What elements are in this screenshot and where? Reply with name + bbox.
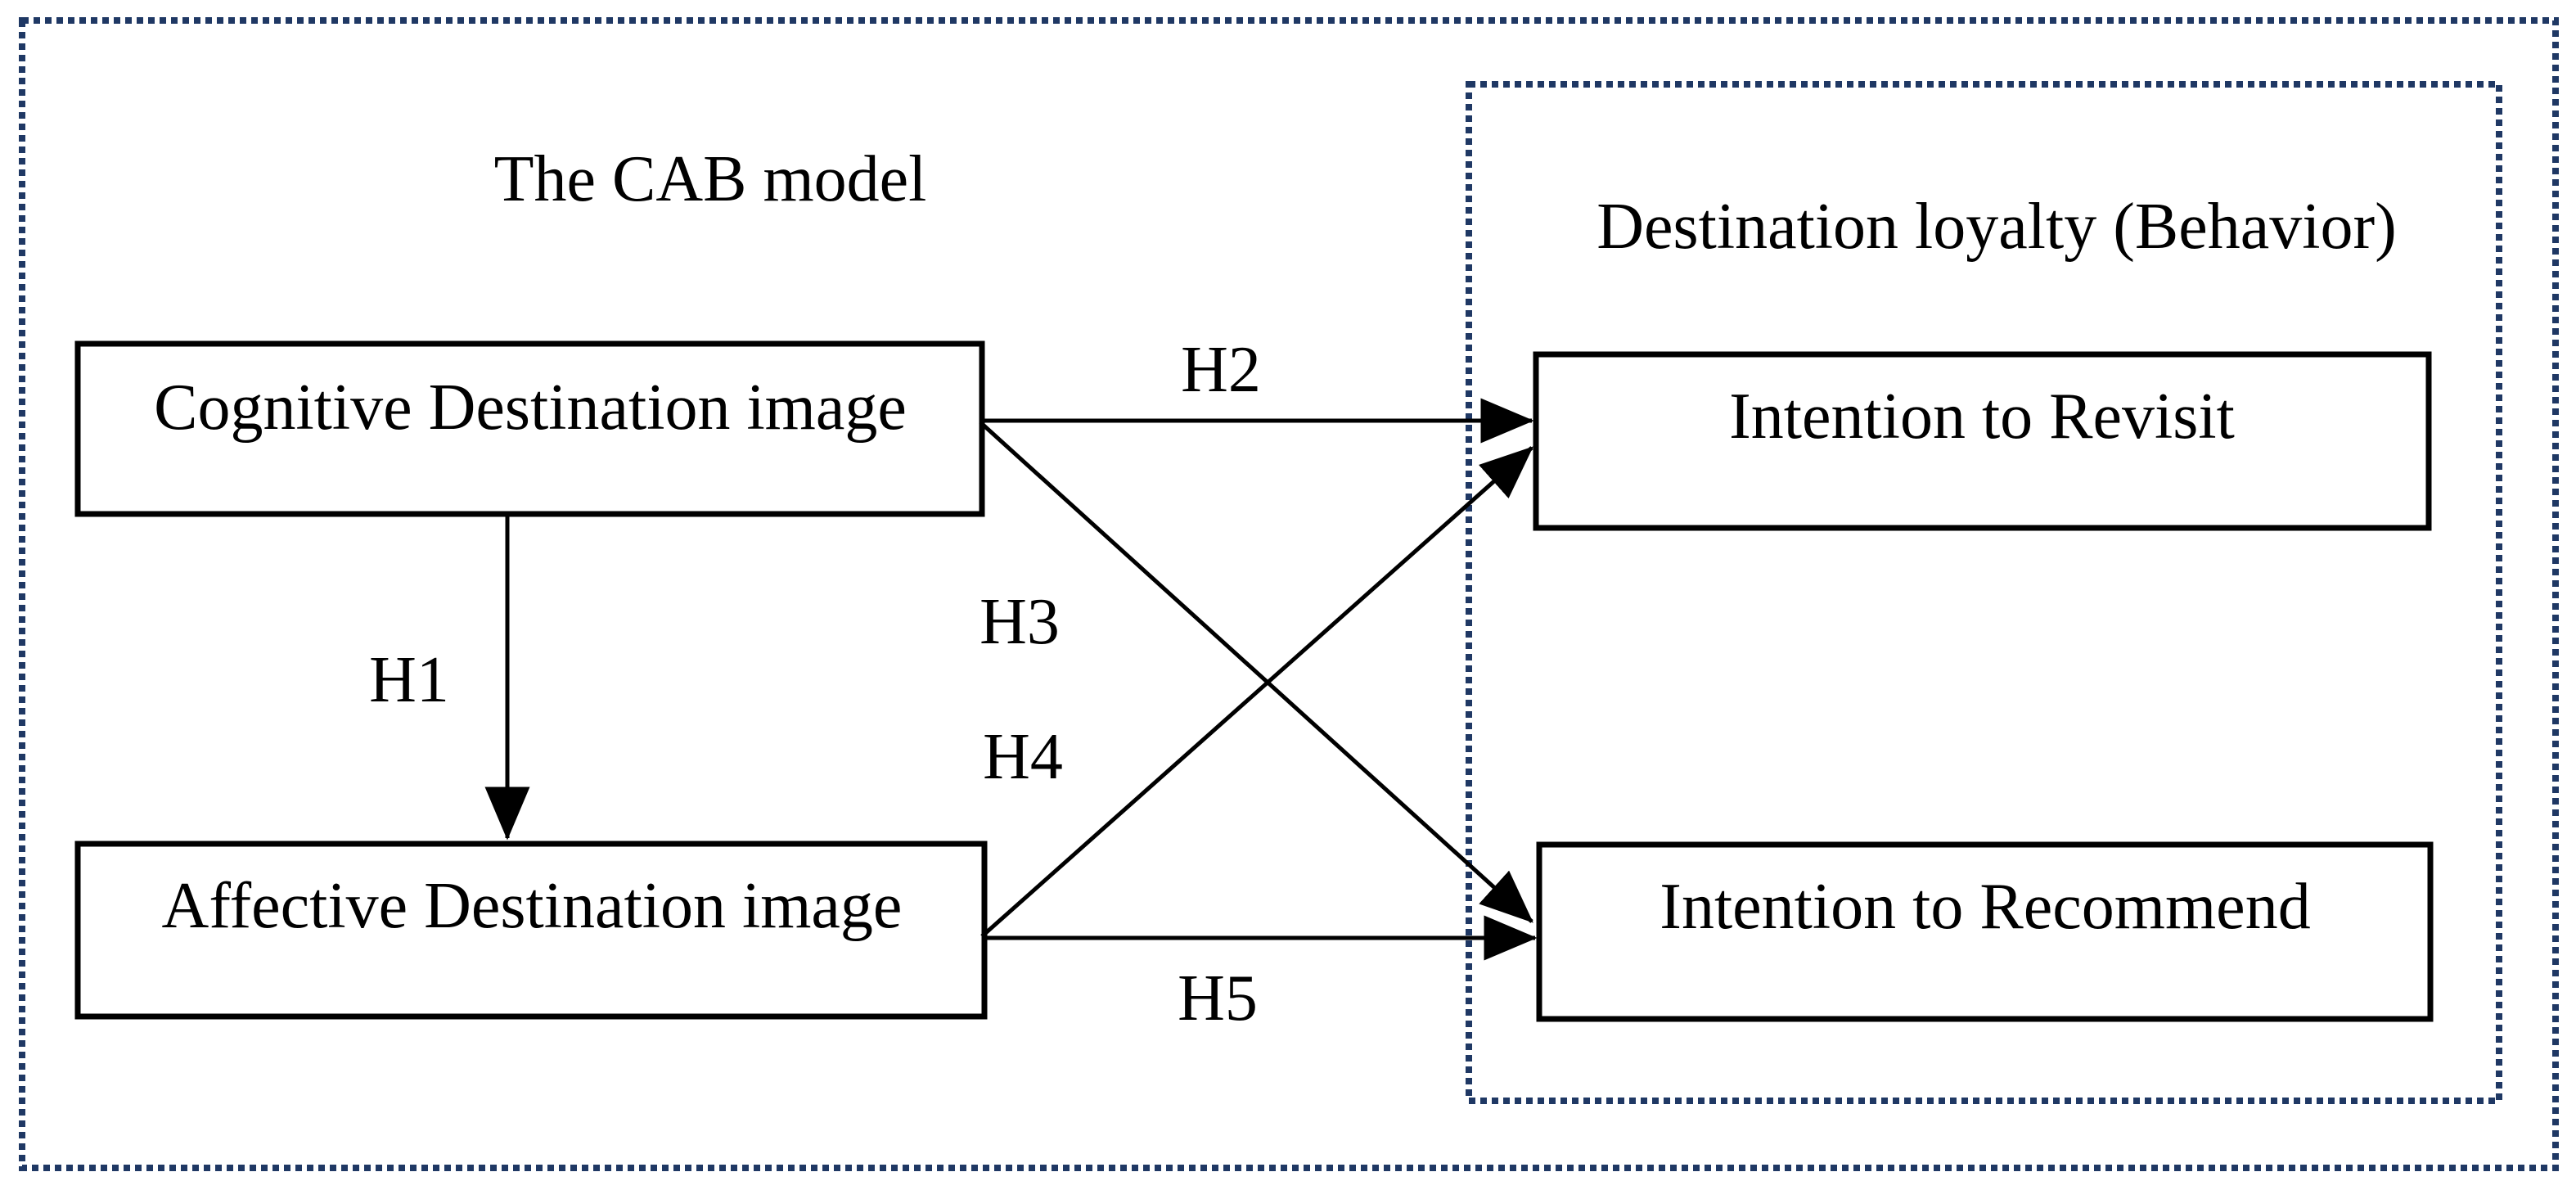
cognitive-box — [74, 340, 985, 517]
revisit-box — [1533, 351, 2432, 531]
h2-label: H2 — [1181, 334, 1261, 406]
h3-arrow — [979, 421, 1533, 923]
h4-arrow — [980, 446, 1533, 938]
recommend-box-label: Intention to Recommend — [1660, 871, 2310, 943]
recommend-box — [1536, 841, 2434, 1022]
revisit-box-label: Intention to Revisit — [1729, 381, 2235, 453]
destination-loyalty-title: Destination loyalty (Behavior) — [1596, 191, 2397, 263]
affective-box — [74, 841, 988, 1020]
h5-label: H5 — [1178, 962, 1258, 1034]
cognitive-box-label: Cognitive Destination image — [154, 372, 907, 444]
cab-model-title: The CAB model — [494, 143, 927, 215]
h1-label: H1 — [369, 644, 449, 716]
affective-box-label: Affective Destination image — [162, 870, 903, 942]
outer-dotted-frame — [19, 17, 2559, 1171]
h3-label: H3 — [980, 586, 1060, 658]
h4-label: H4 — [983, 721, 1063, 793]
loyalty-dotted-frame — [1466, 81, 2502, 1104]
